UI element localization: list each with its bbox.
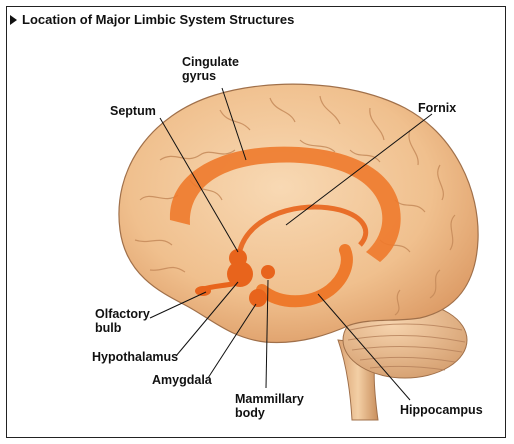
amygdala <box>249 289 267 307</box>
label-mammillary-line2: body <box>235 406 304 420</box>
label-hippocampus: Hippocampus <box>400 403 483 417</box>
mammillary-body <box>261 265 275 279</box>
label-olfactory-bulb: Olfactory bulb <box>95 307 150 335</box>
label-olfactory-line1: Olfactory <box>95 307 150 321</box>
label-amygdala: Amygdala <box>152 373 212 387</box>
label-mammillary-line1: Mammillary <box>235 392 304 406</box>
label-mammillary-body: Mammillary body <box>235 392 304 420</box>
label-fornix: Fornix <box>418 101 456 115</box>
label-olfactory-line2: bulb <box>95 321 150 335</box>
label-hypothalamus: Hypothalamus <box>92 350 178 364</box>
label-cingulate-line1: Cingulate <box>182 55 239 69</box>
label-cingulate-gyrus: Cingulate gyrus <box>182 55 239 83</box>
label-septum: Septum <box>110 104 156 118</box>
label-cingulate-line2: gyrus <box>182 69 239 83</box>
